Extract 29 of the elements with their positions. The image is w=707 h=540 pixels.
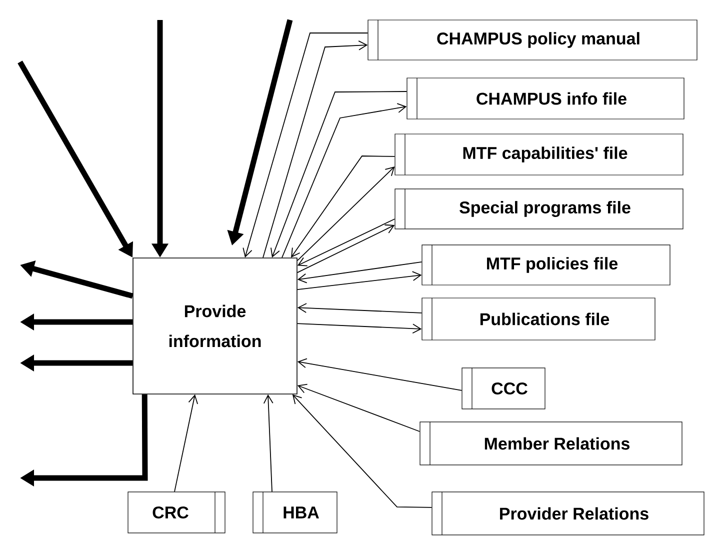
data-store: Publications file xyxy=(422,298,656,340)
arrow xyxy=(297,358,462,391)
arrow xyxy=(291,156,396,258)
process-box: Provide information xyxy=(132,258,298,394)
arrow xyxy=(297,384,420,432)
data-store: Member Relations xyxy=(420,422,682,466)
arrow xyxy=(297,218,396,266)
data-store: HBA xyxy=(252,492,338,534)
arrow xyxy=(296,224,395,274)
arrow xyxy=(174,394,198,492)
data-store: CCC xyxy=(462,368,546,410)
arrow xyxy=(282,103,407,258)
data-store: CRC xyxy=(128,492,226,534)
data-store: CHAMPUS info file xyxy=(406,78,684,120)
data-store: Provider Relations xyxy=(432,492,704,536)
arrow xyxy=(297,303,422,314)
arrow xyxy=(270,91,408,258)
arrow xyxy=(296,271,422,290)
arrow xyxy=(297,262,422,284)
arrow xyxy=(296,166,395,262)
data-store: Special programs file xyxy=(394,188,684,230)
arrow xyxy=(262,40,368,258)
arrow xyxy=(263,394,274,492)
data-store: MTF capabilities' file xyxy=(394,134,684,176)
arrow xyxy=(242,32,368,258)
data-store: CHAMPUS policy manual xyxy=(368,20,698,60)
arrow xyxy=(292,394,432,508)
arrow xyxy=(296,323,422,334)
data-store: MTF policies file xyxy=(422,244,670,286)
